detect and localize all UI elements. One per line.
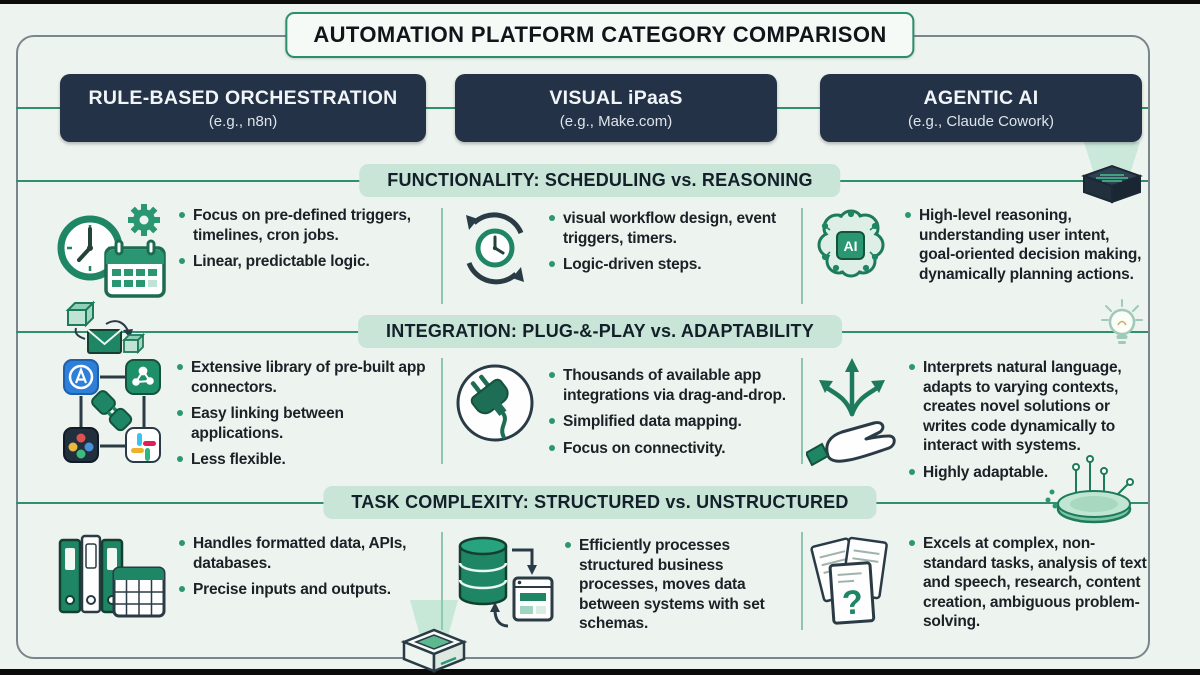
cell-complexity-ipaas: Efficiently processes structured busines… xyxy=(452,530,796,641)
bullet: Precise inputs and outputs. xyxy=(178,580,436,600)
bullet-list: Thousands of available app integrations … xyxy=(548,366,796,465)
cell-functionality-rule-based: Focus on pre-defined triggers, timelines… xyxy=(56,200,436,305)
column-header-rule-based: RULE-BASED ORCHESTRATION (e.g., n8n) xyxy=(60,74,426,142)
bullet: Thousands of available app integrations … xyxy=(548,366,796,405)
app-connectors-plug-icon xyxy=(56,352,166,475)
bullet: Efficiently processes structured busines… xyxy=(564,536,796,634)
bullet: High-level reasoning, understanding user… xyxy=(904,206,1148,284)
ai-brain-chip-icon: AI xyxy=(806,200,894,297)
bullet-list: Excels at complex, non-standard tasks, a… xyxy=(908,534,1148,639)
documents-question-icon: ? xyxy=(806,528,898,631)
clock-calendar-gear-icon xyxy=(56,200,168,305)
divider xyxy=(801,532,803,630)
plug-circle-icon xyxy=(452,360,538,451)
bullet: Excels at complex, non-standard tasks, a… xyxy=(908,534,1148,632)
bullet: visual workflow design, event triggers, … xyxy=(548,209,796,248)
section-band-integration: INTEGRATION: PLUG-&-PLAY vs. ADAPTABILIT… xyxy=(358,315,842,348)
bullet: Highly adaptable. xyxy=(908,463,1148,483)
column-title: RULE-BASED ORCHESTRATION xyxy=(88,86,398,109)
cell-integration-ipaas: Thousands of available app integrations … xyxy=(452,360,796,465)
cell-functionality-ipaas: visual workflow design, event triggers, … xyxy=(452,203,796,300)
lightbulb-icon xyxy=(1096,298,1148,359)
page-title: AUTOMATION PLATFORM CATEGORY COMPARISON xyxy=(285,12,915,58)
divider xyxy=(441,358,443,464)
bullet: Easy linking between applications. xyxy=(176,404,436,443)
column-example: (e.g., Claude Cowork) xyxy=(908,112,1054,130)
binders-spreadsheet-icon xyxy=(56,528,168,629)
section-band-functionality: FUNCTIONALITY: SCHEDULING vs. REASONING xyxy=(359,164,841,197)
cell-functionality-agentic: AI High-level reasoning, understanding u… xyxy=(806,200,1148,297)
cell-integration-agentic: Interprets natural language, adapts to v… xyxy=(804,352,1148,489)
bullet: Handles formatted data, APIs, databases. xyxy=(178,534,436,573)
divider xyxy=(441,208,443,304)
column-example: (e.g., n8n) xyxy=(208,112,278,130)
bullet-list: Efficiently processes structured busines… xyxy=(564,536,796,641)
svg-text:?: ? xyxy=(841,583,864,622)
bullet: Interprets natural language, adapts to v… xyxy=(908,358,1148,456)
chip-icon xyxy=(1072,140,1152,213)
isometric-box-icon xyxy=(394,600,474,675)
column-title: VISUAL iPaaS xyxy=(549,86,683,109)
column-header-agentic-ai: AGENTIC AI (e.g., Claude Cowork) xyxy=(820,74,1142,142)
cell-complexity-agentic: ? Excels at complex, non-standard tasks,… xyxy=(806,528,1148,639)
bullet: Logic-driven steps. xyxy=(548,255,796,275)
column-example: (e.g., Make.com) xyxy=(559,112,673,130)
divider xyxy=(441,532,443,630)
bullet: Linear, predictable logic. xyxy=(178,252,436,272)
bullet-list: High-level reasoning, understanding user… xyxy=(904,206,1148,291)
hand-branching-arrows-icon xyxy=(804,352,898,471)
divider xyxy=(801,358,803,464)
bullet: Focus on connectivity. xyxy=(548,439,796,459)
bullet: Focus on pre-defined triggers, timelines… xyxy=(178,206,436,245)
column-header-visual-ipaas: VISUAL iPaaS (e.g., Make.com) xyxy=(455,74,777,142)
svg-text:AI: AI xyxy=(844,238,858,254)
cell-integration-rule-based: Extensive library of pre-built app conne… xyxy=(56,352,436,477)
bullet-list: Focus on pre-defined triggers, timelines… xyxy=(178,206,436,279)
bottom-letterbox-bar xyxy=(0,669,1200,675)
bullet: Less flexible. xyxy=(176,450,436,470)
cycle-clock-icon xyxy=(452,203,538,300)
bullet-list: Interprets natural language, adapts to v… xyxy=(908,358,1148,489)
bullet-list: Extensive library of pre-built app conne… xyxy=(176,358,436,477)
cubes-mail-icon xyxy=(62,298,148,367)
circuit-disc-icon xyxy=(1044,452,1144,533)
bullet: Extensive library of pre-built app conne… xyxy=(176,358,436,397)
section-band-complexity: TASK COMPLEXITY: STRUCTURED vs. UNSTRUCT… xyxy=(323,486,877,519)
bullet-list: visual workflow design, event triggers, … xyxy=(548,209,796,282)
database-transfer-icon xyxy=(452,530,554,639)
divider xyxy=(801,208,803,304)
cell-complexity-rule-based: Handles formatted data, APIs, databases.… xyxy=(56,528,436,629)
bullet-list: Handles formatted data, APIs, databases.… xyxy=(178,534,436,607)
column-title: AGENTIC AI xyxy=(923,86,1039,109)
top-letterbox-bar xyxy=(0,0,1200,4)
bullet: Simplified data mapping. xyxy=(548,412,796,432)
